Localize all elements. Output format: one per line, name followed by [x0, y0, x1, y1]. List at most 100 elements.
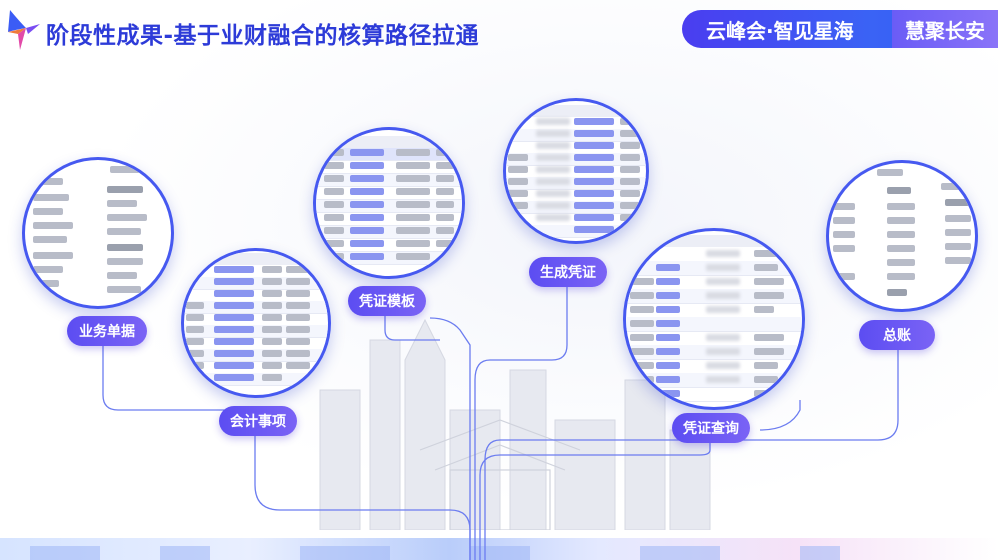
list-line	[887, 259, 915, 266]
star-logo-icon	[8, 10, 40, 50]
table-row	[626, 359, 802, 374]
strip-block	[640, 546, 720, 560]
table-row	[626, 275, 802, 290]
table-row	[184, 277, 328, 290]
general-ledger-list	[829, 163, 975, 309]
table-row	[316, 213, 462, 226]
list-line	[107, 258, 143, 265]
table-row	[316, 252, 462, 265]
strip-block	[300, 546, 390, 560]
table-row	[316, 148, 462, 161]
brand-main-text: 云峰会·智见星海	[706, 18, 854, 43]
table-row	[506, 177, 646, 190]
table-row	[626, 345, 802, 360]
list-line	[887, 245, 915, 252]
table-row	[626, 303, 802, 318]
list-line	[887, 203, 915, 210]
list-line	[945, 257, 971, 264]
list-line	[945, 229, 971, 236]
table-row	[316, 174, 462, 187]
list-line	[833, 203, 855, 210]
list-line	[107, 186, 143, 193]
list-line	[833, 231, 855, 238]
table-row	[506, 225, 646, 238]
list-line	[107, 272, 137, 279]
voucher-template-table	[316, 130, 462, 276]
table-row	[316, 200, 462, 213]
table-row	[626, 317, 802, 332]
list-line	[107, 244, 143, 251]
voucher-query-preview-circle	[623, 228, 805, 410]
list-line	[33, 280, 59, 287]
brand-banner: 云峰会·智见星海 慧聚长安	[682, 10, 998, 48]
table-header	[184, 253, 328, 265]
strip-block	[800, 546, 840, 560]
list-line	[33, 222, 73, 229]
page-title: 阶段性成果-基于业财融合的核算路径拉通	[46, 23, 480, 49]
table-row	[506, 129, 646, 142]
table-row	[316, 226, 462, 239]
table-row	[626, 247, 802, 262]
list-line	[945, 215, 971, 222]
accounting-items-preview-circle	[181, 248, 331, 398]
list-line	[107, 200, 137, 207]
list-line	[833, 217, 855, 224]
table-row	[626, 373, 802, 388]
table-row	[626, 331, 802, 346]
accounting-items-table	[184, 251, 328, 395]
list-line	[33, 252, 73, 259]
table-row	[184, 301, 328, 314]
table-row	[184, 373, 328, 386]
strip-block	[160, 546, 210, 560]
list-line	[110, 166, 140, 173]
business-docs-preview-circle	[22, 157, 174, 309]
city-skyline-decoration	[319, 318, 711, 530]
table-header	[316, 136, 462, 148]
node-general-ledger: 总账	[859, 320, 935, 350]
list-line	[887, 217, 915, 224]
list-line	[107, 214, 147, 221]
node-business-docs: 业务单据	[67, 316, 147, 346]
generate-voucher-preview-circle	[503, 98, 649, 244]
node-accounting-items: 会计事项	[219, 406, 297, 436]
table-row	[316, 161, 462, 174]
table-row	[626, 261, 802, 276]
table-row	[184, 325, 328, 338]
strip-block	[30, 546, 100, 560]
list-line	[941, 183, 965, 190]
node-voucher-query: 凭证查询	[672, 413, 750, 443]
node-generate-voucher: 生成凭证	[529, 257, 607, 287]
list-line	[945, 199, 969, 206]
table-row	[184, 349, 328, 362]
list-line	[877, 169, 903, 176]
list-line	[833, 273, 855, 280]
business-docs-list	[25, 160, 171, 306]
list-line	[33, 236, 67, 243]
table-row	[626, 289, 802, 304]
list-line	[33, 178, 63, 185]
bottom-decoration-strip	[0, 538, 998, 560]
brand-tag-text: 慧聚长安	[892, 10, 998, 48]
list-line	[887, 289, 907, 296]
table-row	[316, 187, 462, 200]
table-header	[626, 235, 802, 247]
list-line	[107, 228, 141, 235]
list-line	[833, 245, 855, 252]
table-row	[316, 239, 462, 252]
voucher-template-preview-circle	[313, 127, 465, 279]
table-header	[506, 105, 646, 117]
list-line	[33, 266, 63, 273]
node-voucher-template: 凭证模板	[348, 286, 426, 316]
generate-voucher-table	[506, 101, 646, 241]
table-row	[626, 387, 802, 402]
list-line	[887, 231, 915, 238]
list-line	[33, 208, 63, 215]
list-line	[945, 243, 971, 250]
list-line	[33, 194, 69, 201]
list-line	[887, 273, 915, 280]
list-line	[887, 187, 911, 194]
voucher-query-table	[626, 231, 802, 407]
table-row	[506, 153, 646, 166]
general-ledger-preview-circle	[826, 160, 978, 312]
